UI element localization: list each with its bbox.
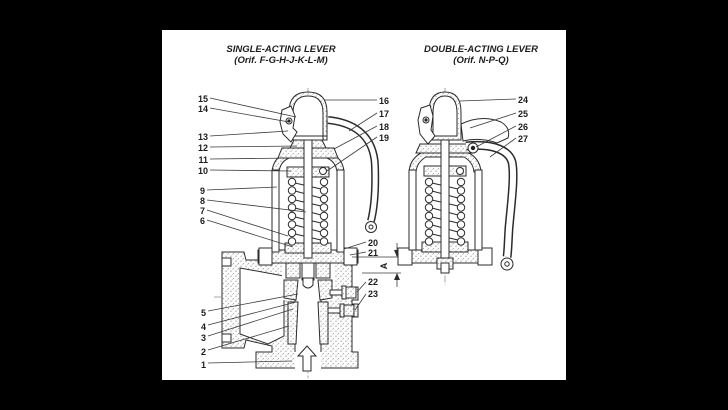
valve-disc bbox=[302, 277, 314, 289]
single-callout-labels: 15 14 13 12 11 10 9 8 7 6 5 4 3 2 1 16 1… bbox=[198, 94, 389, 370]
double-leader-lines bbox=[459, 98, 517, 158]
double-acting-figure: DOUBLE-ACTING LEVER (Orif. N-P-Q) bbox=[397, 44, 538, 285]
double-cap-assembly bbox=[417, 91, 462, 145]
callout-24: 24 bbox=[518, 95, 528, 105]
guide-right bbox=[315, 262, 331, 279]
flange-bolt-left bbox=[258, 247, 273, 266]
gag-nut-2 bbox=[343, 304, 355, 317]
double-lever bbox=[460, 118, 518, 271]
test-gag-bolts bbox=[327, 285, 357, 318]
flow-direction-arrow bbox=[296, 345, 318, 372]
callout-7: 7 bbox=[200, 206, 205, 216]
callout-1: 1 bbox=[201, 360, 206, 370]
gag-washer-2 bbox=[339, 303, 345, 318]
double-callout-labels: 24 25 26 27 bbox=[518, 95, 528, 144]
gag-washer-1 bbox=[341, 285, 347, 300]
single-leader-lines bbox=[206, 97, 378, 364]
callout-4: 4 bbox=[201, 322, 206, 332]
callout-18: 18 bbox=[379, 122, 389, 132]
callout-19: 19 bbox=[379, 133, 389, 143]
callout-22: 22 bbox=[368, 277, 378, 287]
callout-11: 11 bbox=[198, 155, 208, 165]
guide-left bbox=[285, 262, 301, 279]
callout-15: 15 bbox=[198, 94, 208, 104]
callout-21: 21 bbox=[368, 248, 378, 258]
flange-bolt-left bbox=[397, 247, 413, 266]
double-spring-coils bbox=[424, 177, 466, 246]
release-latch bbox=[417, 104, 436, 145]
dimension-a: A bbox=[352, 243, 401, 287]
flange-bolt-right bbox=[343, 247, 358, 266]
callout-3: 3 bbox=[201, 333, 206, 343]
gag-nut-1 bbox=[345, 286, 357, 299]
callout-8: 8 bbox=[200, 196, 205, 206]
single-acting-subtitle: (Orif. F-G-H-J-K-L-M) bbox=[234, 55, 327, 66]
cap-inner bbox=[432, 95, 458, 137]
single-acting-title: SINGLE-ACTING LEVER bbox=[226, 44, 335, 55]
spindle-tip bbox=[440, 262, 450, 274]
spring-button bbox=[456, 167, 464, 175]
callout-10: 10 bbox=[198, 166, 208, 176]
callout-2: 2 bbox=[201, 347, 206, 357]
disc-holder-left bbox=[283, 279, 299, 301]
callout-13: 13 bbox=[198, 132, 208, 142]
nozzle-right bbox=[317, 301, 329, 345]
flange-bolt-right bbox=[477, 247, 493, 266]
callout-5: 5 bbox=[201, 308, 206, 318]
dimension-a-label: A bbox=[379, 262, 389, 269]
callout-27: 27 bbox=[518, 134, 528, 144]
callout-25: 25 bbox=[518, 109, 528, 119]
housing-wall-right bbox=[336, 169, 345, 253]
gag-rod-1 bbox=[329, 289, 343, 296]
callout-6: 6 bbox=[200, 216, 205, 226]
outlet-flange-notch-bottom bbox=[221, 333, 232, 343]
nozzle-left bbox=[287, 301, 299, 345]
housing-wall-left bbox=[408, 169, 417, 251]
double-acting-subtitle: (Orif. N-P-Q) bbox=[453, 55, 508, 66]
outlet-flange-notch-top bbox=[221, 257, 232, 267]
double-acting-title: DOUBLE-ACTING LEVER bbox=[424, 44, 538, 55]
lever-eye-hole bbox=[368, 224, 374, 230]
dim-arrow-up bbox=[394, 273, 400, 280]
callout-26: 26 bbox=[518, 122, 528, 132]
lever-upper-lobe bbox=[460, 118, 510, 144]
callout-12: 12 bbox=[198, 143, 208, 153]
cap-inner bbox=[292, 95, 324, 141]
gag-rod-2 bbox=[327, 307, 341, 314]
single-lever bbox=[327, 116, 380, 233]
seat-and-disc-section bbox=[283, 251, 333, 345]
cap-assembly bbox=[279, 91, 328, 143]
outlet-passage bbox=[239, 267, 285, 345]
lever-eye-hole bbox=[504, 261, 510, 267]
callout-16: 16 bbox=[379, 96, 389, 106]
callout-23: 23 bbox=[368, 289, 378, 299]
housing-shoulder bbox=[408, 151, 482, 173]
callout-20: 20 bbox=[368, 238, 378, 248]
spring-coils bbox=[287, 177, 329, 246]
callout-17: 17 bbox=[379, 109, 389, 119]
single-acting-figure: SINGLE-ACTING LEVER (Orif. F-G-H-J-K-L-M… bbox=[198, 44, 401, 378]
callout-14: 14 bbox=[198, 104, 208, 114]
housing-wall-right bbox=[474, 169, 483, 251]
spring-button bbox=[319, 167, 327, 175]
callout-9: 9 bbox=[200, 186, 205, 196]
latch-pin-center bbox=[424, 118, 428, 122]
housing-wall-left bbox=[271, 169, 280, 253]
lever-pivot-pin bbox=[470, 145, 476, 151]
